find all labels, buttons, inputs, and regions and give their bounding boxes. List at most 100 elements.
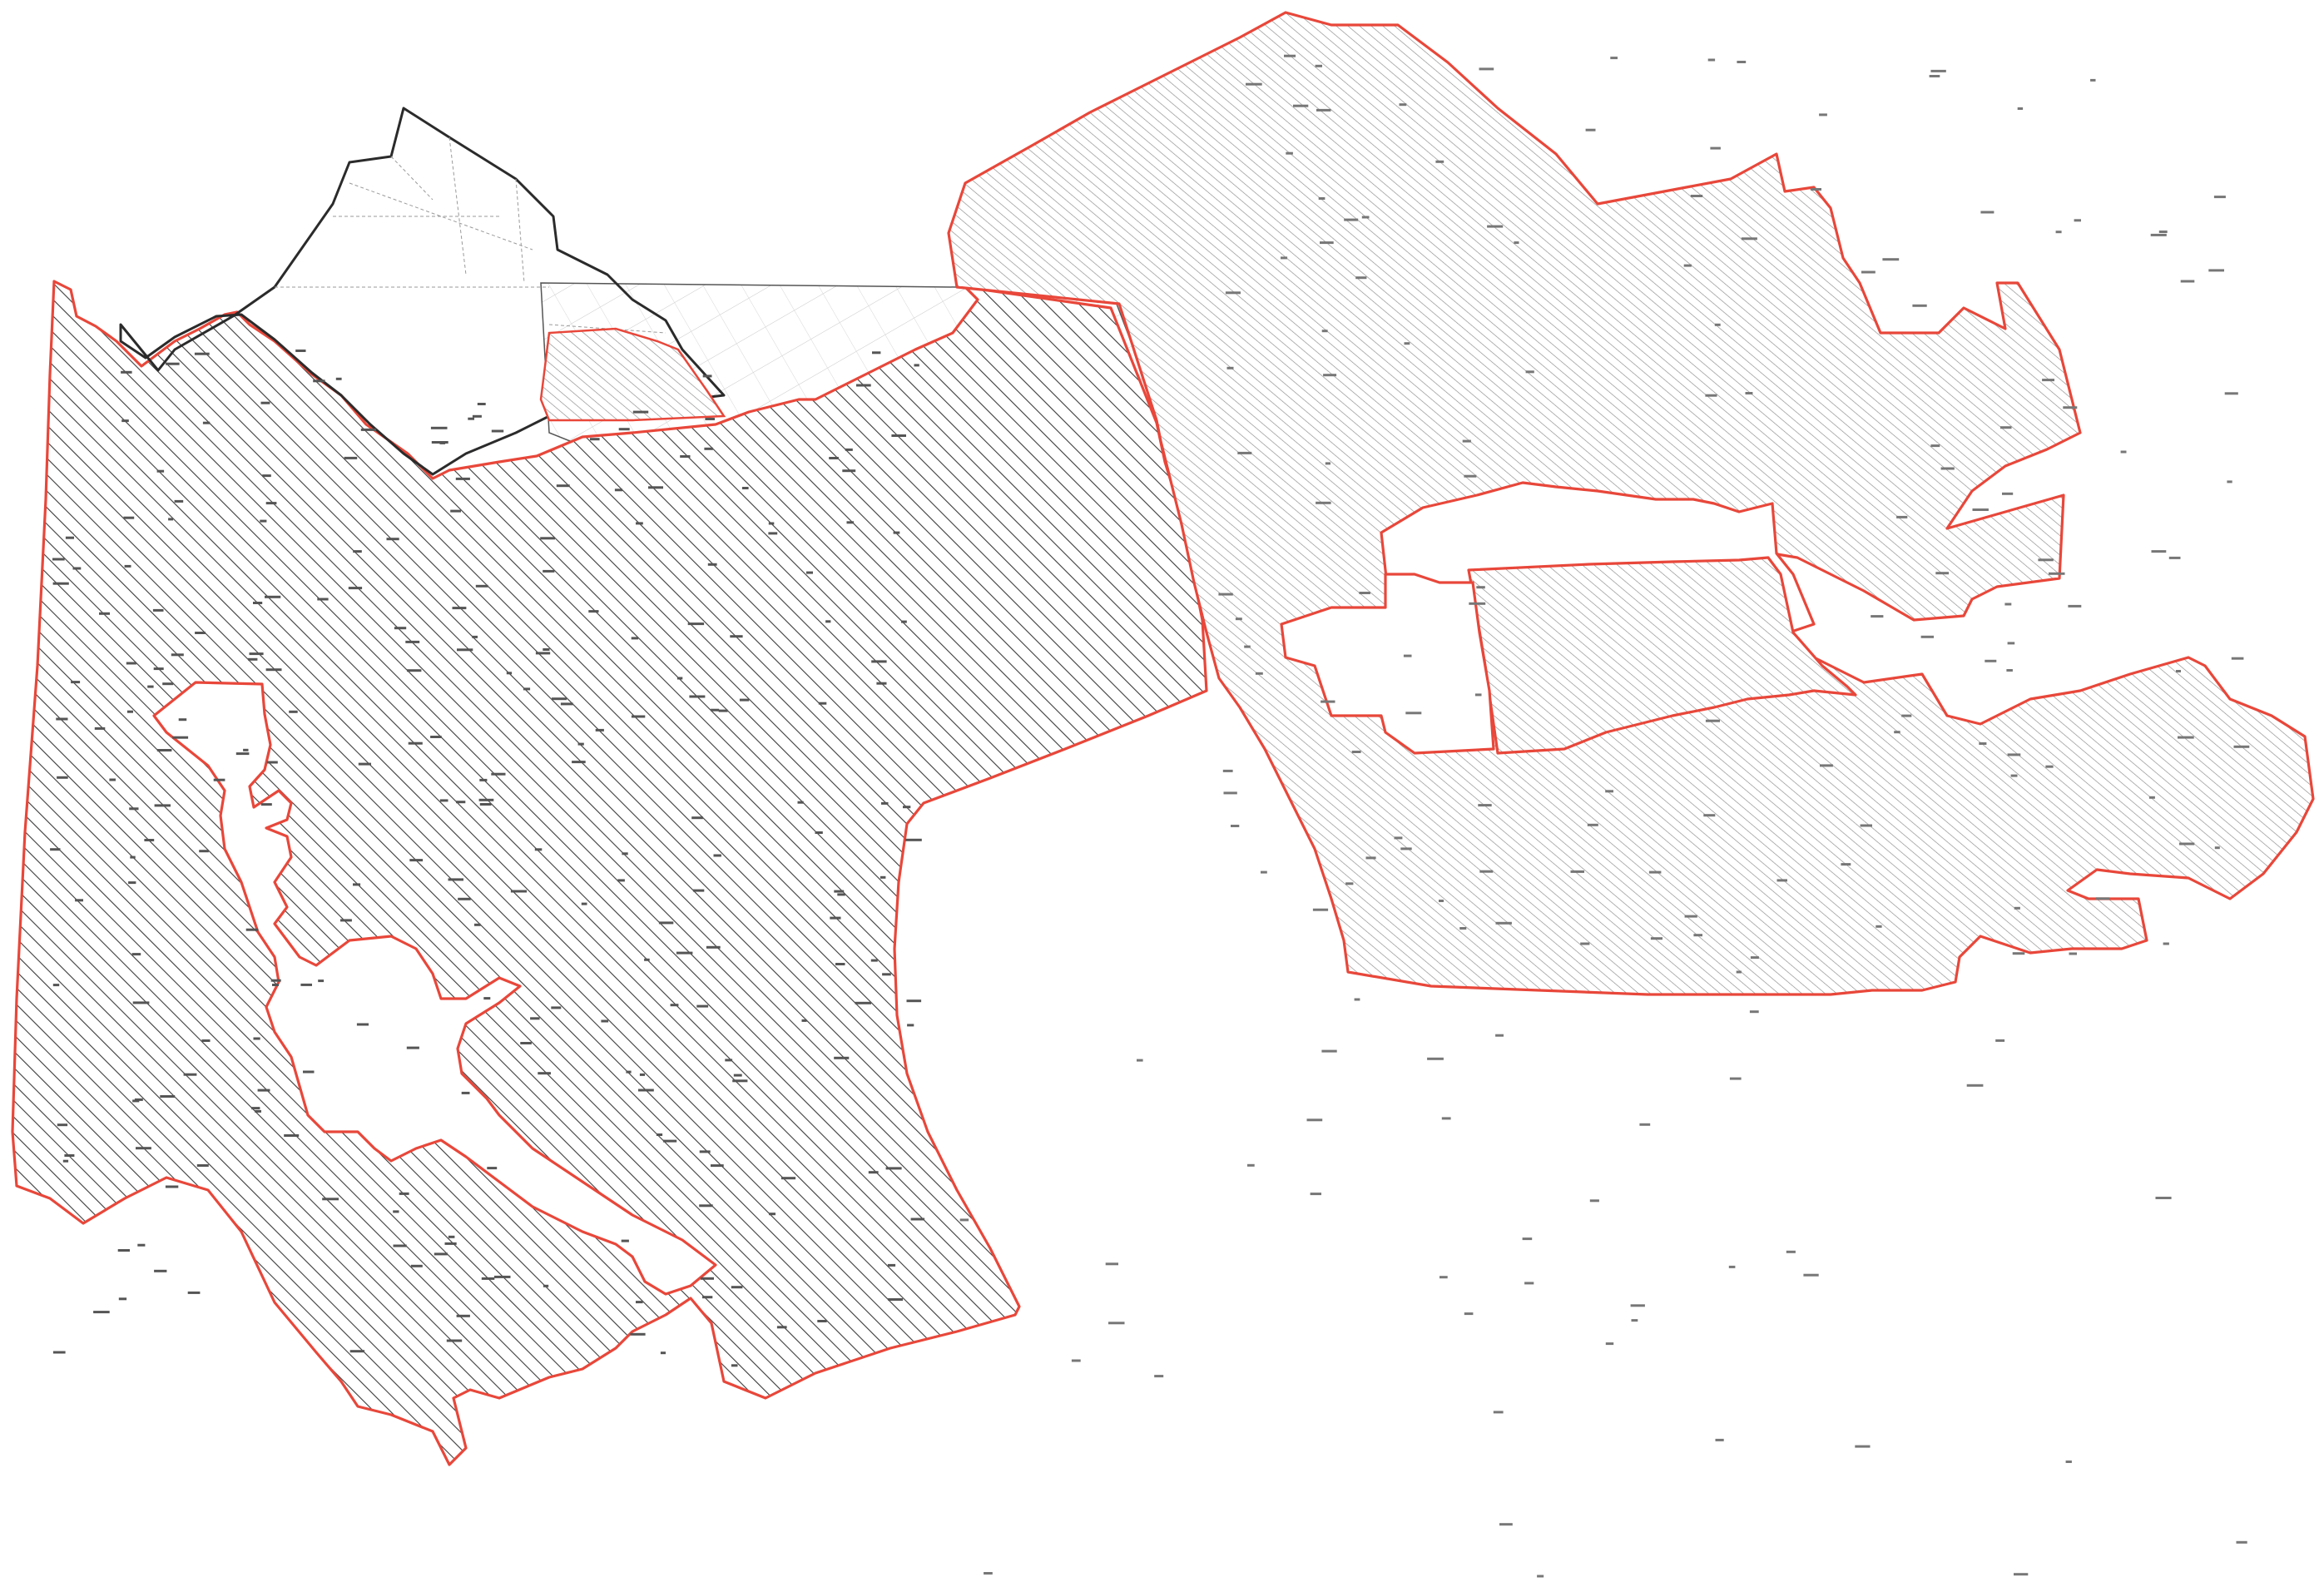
- parcel-label-mark: [65, 536, 74, 539]
- parcel-label-mark: [202, 421, 211, 424]
- parcel-label-mark: [1399, 103, 1407, 107]
- parcel-label-mark: [1705, 719, 1720, 722]
- parcel-label-mark: [126, 710, 133, 713]
- parcel-label-mark: [147, 685, 154, 688]
- parcel-label-mark: [251, 1107, 260, 1110]
- parcel-label-mark: [903, 806, 911, 809]
- parcel-label-mark: [479, 778, 488, 781]
- parcel-label-mark: [632, 410, 649, 414]
- parcel-label-mark: [842, 469, 856, 473]
- parcel-label-mark: [386, 538, 399, 541]
- parcel-label-mark: [891, 434, 906, 437]
- parcel-label-mark: [535, 652, 551, 655]
- parcel-label-mark: [257, 1089, 270, 1092]
- parcel-label-mark: [1522, 1237, 1533, 1241]
- parcel-label-mark: [2095, 897, 2110, 900]
- parcel-label-mark: [1105, 1262, 1118, 1266]
- parcel-label-mark: [543, 1284, 549, 1287]
- parcel-label-mark: [769, 1213, 775, 1216]
- parcel-label-mark: [590, 438, 600, 441]
- parcel-label-mark: [1935, 572, 1950, 575]
- parcel-label-mark: [2038, 558, 2054, 562]
- parcel-label-mark: [658, 921, 674, 925]
- parcel-label-mark: [128, 881, 136, 885]
- parcel-label-mark: [1310, 1193, 1321, 1196]
- parcel-label-mark: [174, 499, 184, 503]
- east-zone-inner-parcel: [1467, 556, 1857, 755]
- parcel-label-mark: [434, 1252, 448, 1256]
- parcel-label-mark: [2178, 736, 2194, 739]
- parcel-label-mark: [1225, 291, 1241, 295]
- parcel-label-mark: [430, 426, 448, 429]
- parcel-label-mark: [1315, 64, 1322, 67]
- parcel-label-mark: [837, 893, 845, 896]
- parcel-label-mark: [162, 682, 174, 686]
- parcel-label-mark: [245, 928, 259, 931]
- parcel-label-mark: [1537, 1575, 1544, 1578]
- parcel-label-mark: [393, 1210, 399, 1213]
- parcel-label-mark: [1403, 654, 1412, 657]
- parcel-label-mark: [601, 1019, 609, 1023]
- parcel-label-mark: [57, 776, 68, 779]
- parcel-label-mark: [1745, 392, 1753, 394]
- parcel-label-mark: [1154, 1375, 1164, 1378]
- parcel-label-mark: [1361, 216, 1370, 219]
- parcel-label-mark: [144, 839, 155, 841]
- parcel-label-mark: [2120, 450, 2127, 454]
- parcel-label-mark: [1894, 731, 1900, 734]
- parcel-label-mark: [300, 983, 312, 986]
- parcel-label-mark: [670, 1004, 679, 1007]
- parcel-label-mark: [136, 1147, 151, 1150]
- parcel-label-mark: [1920, 635, 1934, 638]
- parcel-label-mark: [199, 850, 209, 853]
- parcel-label-mark: [452, 607, 467, 610]
- parcel-label-mark: [914, 364, 919, 367]
- parcel-label-mark: [194, 352, 210, 355]
- parcel-label-mark: [711, 708, 720, 712]
- parcel-label-mark: [887, 1263, 896, 1267]
- parcel-label-mark: [478, 798, 494, 801]
- parcel-label-mark: [2155, 1197, 2172, 1199]
- parcel-label-mark: [1855, 1445, 1871, 1448]
- parcel-label-mark: [360, 428, 377, 431]
- parcel-label-mark: [1495, 1034, 1504, 1037]
- parcel-label-mark: [639, 1073, 646, 1076]
- parcel-label-mark: [134, 1098, 143, 1101]
- parcel-label-mark: [699, 1150, 711, 1153]
- parcel-label-mark: [356, 1023, 369, 1026]
- parcel-label-mark: [353, 550, 362, 553]
- parcel-label-mark: [1605, 1342, 1614, 1346]
- northwest-parcel-block: [119, 107, 726, 476]
- parcel-label-mark: [768, 532, 778, 535]
- parcel-label-mark: [618, 428, 630, 431]
- parcel-label-mark: [253, 602, 263, 604]
- parcel-label-mark: [631, 715, 646, 718]
- parcel-label-mark: [540, 537, 555, 540]
- parcel-label-mark: [880, 875, 886, 879]
- parcel-label-mark: [906, 999, 922, 1003]
- parcel-label-mark: [581, 902, 587, 905]
- parcel-label-mark: [117, 1249, 130, 1252]
- parcel-label-mark: [1587, 823, 1598, 826]
- parcel-label-mark: [687, 622, 705, 626]
- parcel-label-mark: [481, 1277, 495, 1280]
- parcel-label-mark: [353, 883, 361, 886]
- parcel-label-mark: [243, 748, 249, 751]
- parcel-label-mark: [551, 1006, 562, 1009]
- parcel-label-mark: [713, 854, 721, 857]
- parcel-label-mark: [1261, 870, 1267, 874]
- parcel-label-mark: [1737, 61, 1747, 63]
- parcel-label-mark: [2148, 796, 2155, 799]
- parcel-label-mark: [846, 521, 855, 524]
- parcel-label-mark: [1710, 146, 1721, 150]
- parcel-label-mark: [725, 1059, 733, 1062]
- parcel-label-mark: [1493, 1411, 1504, 1414]
- parcel-label-mark: [2168, 556, 2181, 559]
- parcel-label-mark: [1736, 970, 1742, 974]
- parcel-label-mark: [121, 419, 129, 423]
- parcel-label-mark: [676, 951, 693, 955]
- parcel-label-mark: [1479, 870, 1494, 873]
- parcel-label-mark: [1487, 225, 1504, 228]
- parcel-label-mark: [1459, 927, 1467, 930]
- parcel-label-mark: [881, 801, 889, 805]
